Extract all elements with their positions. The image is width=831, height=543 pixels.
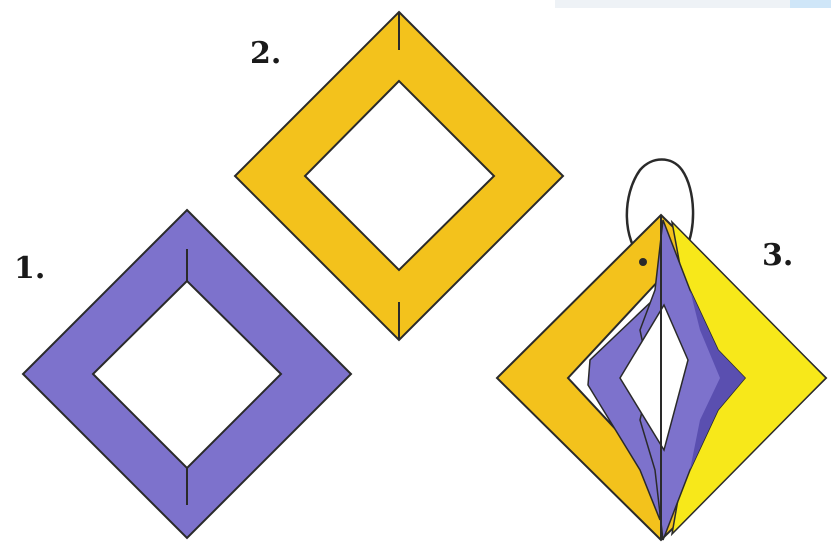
yellow-frame-shape — [235, 12, 563, 340]
step-label-1: 1. — [14, 251, 45, 286]
corner-artifact-blue — [790, 0, 831, 8]
frame-yellow-step-2 — [235, 12, 563, 340]
step-label-3: 3. — [762, 238, 793, 273]
corner-artifact — [555, 0, 831, 8]
step-label-2: 2. — [250, 36, 281, 71]
frame-purple-step-1 — [23, 210, 351, 538]
assembled-ornament-step-3 — [497, 160, 826, 541]
hanging-hole — [639, 258, 647, 266]
